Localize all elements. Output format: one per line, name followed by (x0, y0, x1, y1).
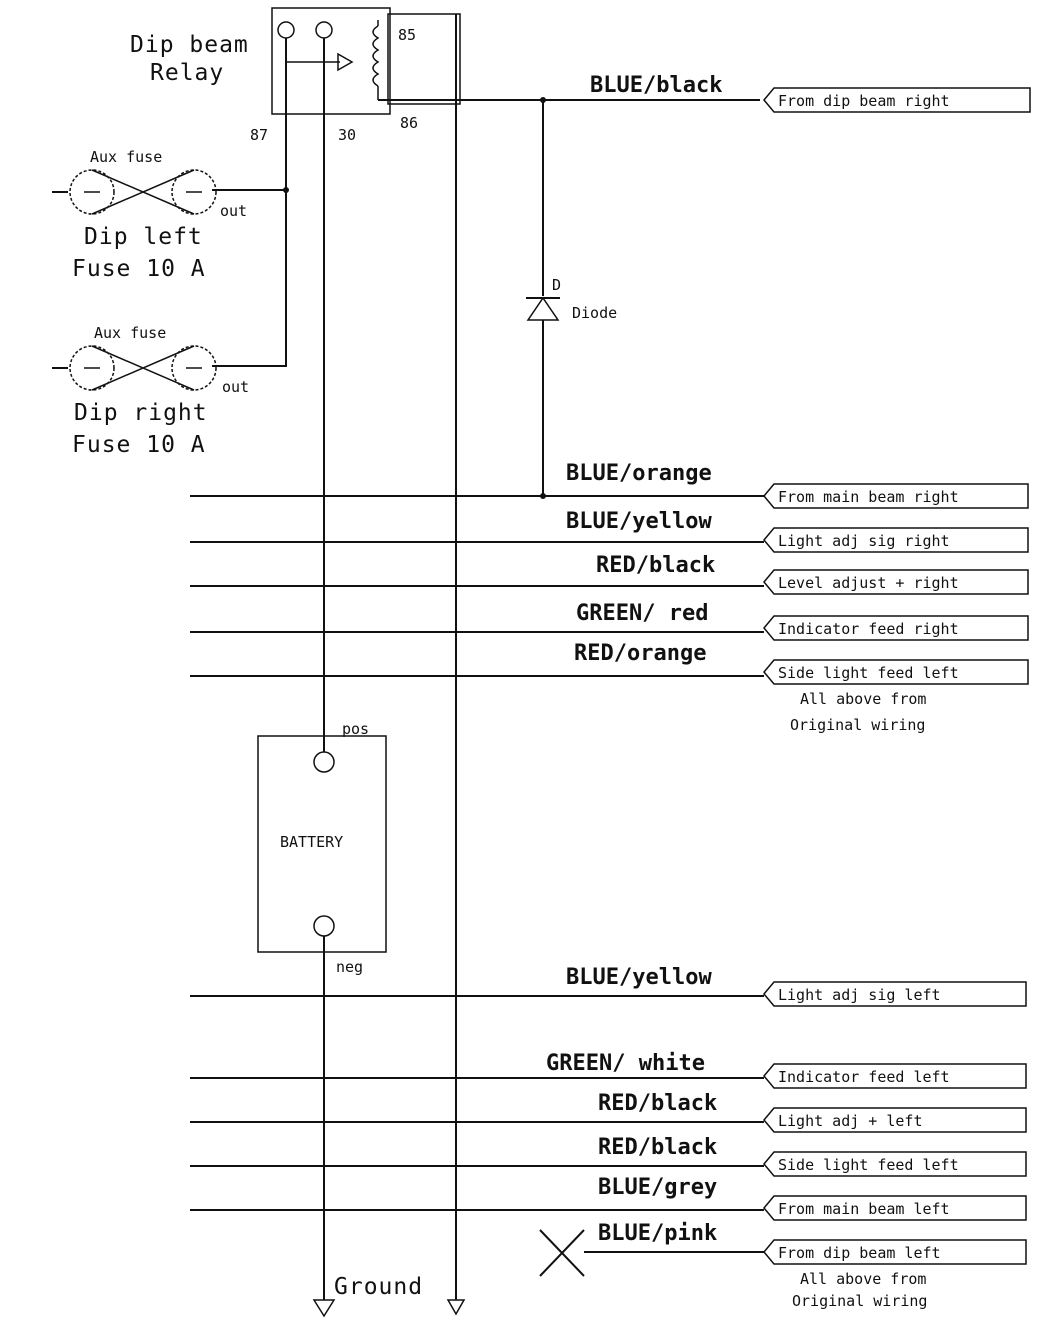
top-wire-tag (763, 87, 1031, 113)
fuse-left-rating: Fuse 10 A (72, 256, 206, 282)
fuse-dip-right (52, 345, 217, 391)
left-group-note-line1: All above from (800, 1270, 926, 1288)
ground-symbol-left (312, 1299, 336, 1318)
left-wire-5-color: BLUE/grey (598, 1175, 717, 1200)
diode-symbol (526, 296, 560, 321)
right-wire-5-tag: Side light feed left (778, 664, 959, 682)
left-wire-5-tag: From main beam left (778, 1200, 950, 1218)
battery-pos-label: pos (342, 720, 369, 738)
left-wire-4-color: RED/black (598, 1135, 717, 1160)
pin87-to-right-fuse (212, 190, 287, 367)
top-wire-color-label: BLUE/black (590, 73, 722, 98)
relay-title-line2: Relay (150, 60, 224, 86)
battery (257, 735, 387, 953)
ground-label: Ground (334, 1274, 423, 1300)
relay-pin-86: 86 (400, 114, 418, 132)
right-group-note-line2: Original wiring (790, 716, 925, 734)
right-wire-3-tag: Level adjust + right (778, 574, 959, 592)
right-wire-1-color: BLUE/orange (566, 461, 712, 486)
diode-label: Diode (572, 304, 617, 322)
right-group (190, 483, 1029, 685)
fuse-left-aux-label: Aux fuse (90, 148, 162, 166)
fuse-right-name: Dip right (74, 400, 208, 426)
relay-pin-85: 85 (398, 26, 416, 44)
right-wire-3-color: RED/black (596, 553, 715, 578)
right-wire-4-color: GREEN/ red (576, 601, 708, 626)
relay-title-line1: Dip beam (130, 32, 249, 58)
fuse-left-out-label: out (220, 202, 247, 220)
battery-neg-label: neg (336, 958, 363, 976)
left-wire-1-tag: Light adj sig left (778, 986, 941, 1004)
left-wire-3-color: RED/black (598, 1091, 717, 1116)
left-group (190, 981, 1027, 1277)
relay-pin-30: 30 (338, 126, 356, 144)
right-wire-2-tag: Light adj sig right (778, 532, 950, 550)
right-wire-5-color: RED/orange (574, 641, 706, 666)
fuse-left-name: Dip left (84, 224, 203, 250)
battery-label: BATTERY (280, 833, 343, 851)
left-group-note-line2: Original wiring (792, 1292, 927, 1310)
fuse-right-aux-label: Aux fuse (94, 324, 166, 342)
left-wire-4-tag: Side light feed left (778, 1156, 959, 1174)
left-wire-6-tag: From dip beam left (778, 1244, 941, 1262)
fuse-right-rating: Fuse 10 A (72, 432, 206, 458)
right-wire-2-color: BLUE/yellow (566, 509, 712, 534)
left-wire-3-tag: Light adj + left (778, 1112, 923, 1130)
left-wire-2-tag: Indicator feed left (778, 1068, 950, 1086)
right-wire-4-tag: Indicator feed right (778, 620, 959, 638)
left-wire-2-color: GREEN/ white (546, 1051, 705, 1076)
left-wire-1-color: BLUE/yellow (566, 965, 712, 990)
top-wire-tag-text: From dip beam right (778, 92, 950, 110)
fuse-dip-left (52, 169, 217, 215)
left-wire-6-color: BLUE/pink (598, 1221, 717, 1246)
right-wire-1-tag: From main beam right (778, 488, 959, 506)
right-group-note-line1: All above from (800, 690, 926, 708)
diode-ref: D (552, 276, 561, 294)
ground-symbol-right (446, 1299, 466, 1316)
fuse-right-out-label: out (222, 378, 249, 396)
relay-pin-87: 87 (250, 126, 268, 144)
dip-beam-relay (271, 7, 461, 115)
junction-dot (283, 187, 289, 193)
